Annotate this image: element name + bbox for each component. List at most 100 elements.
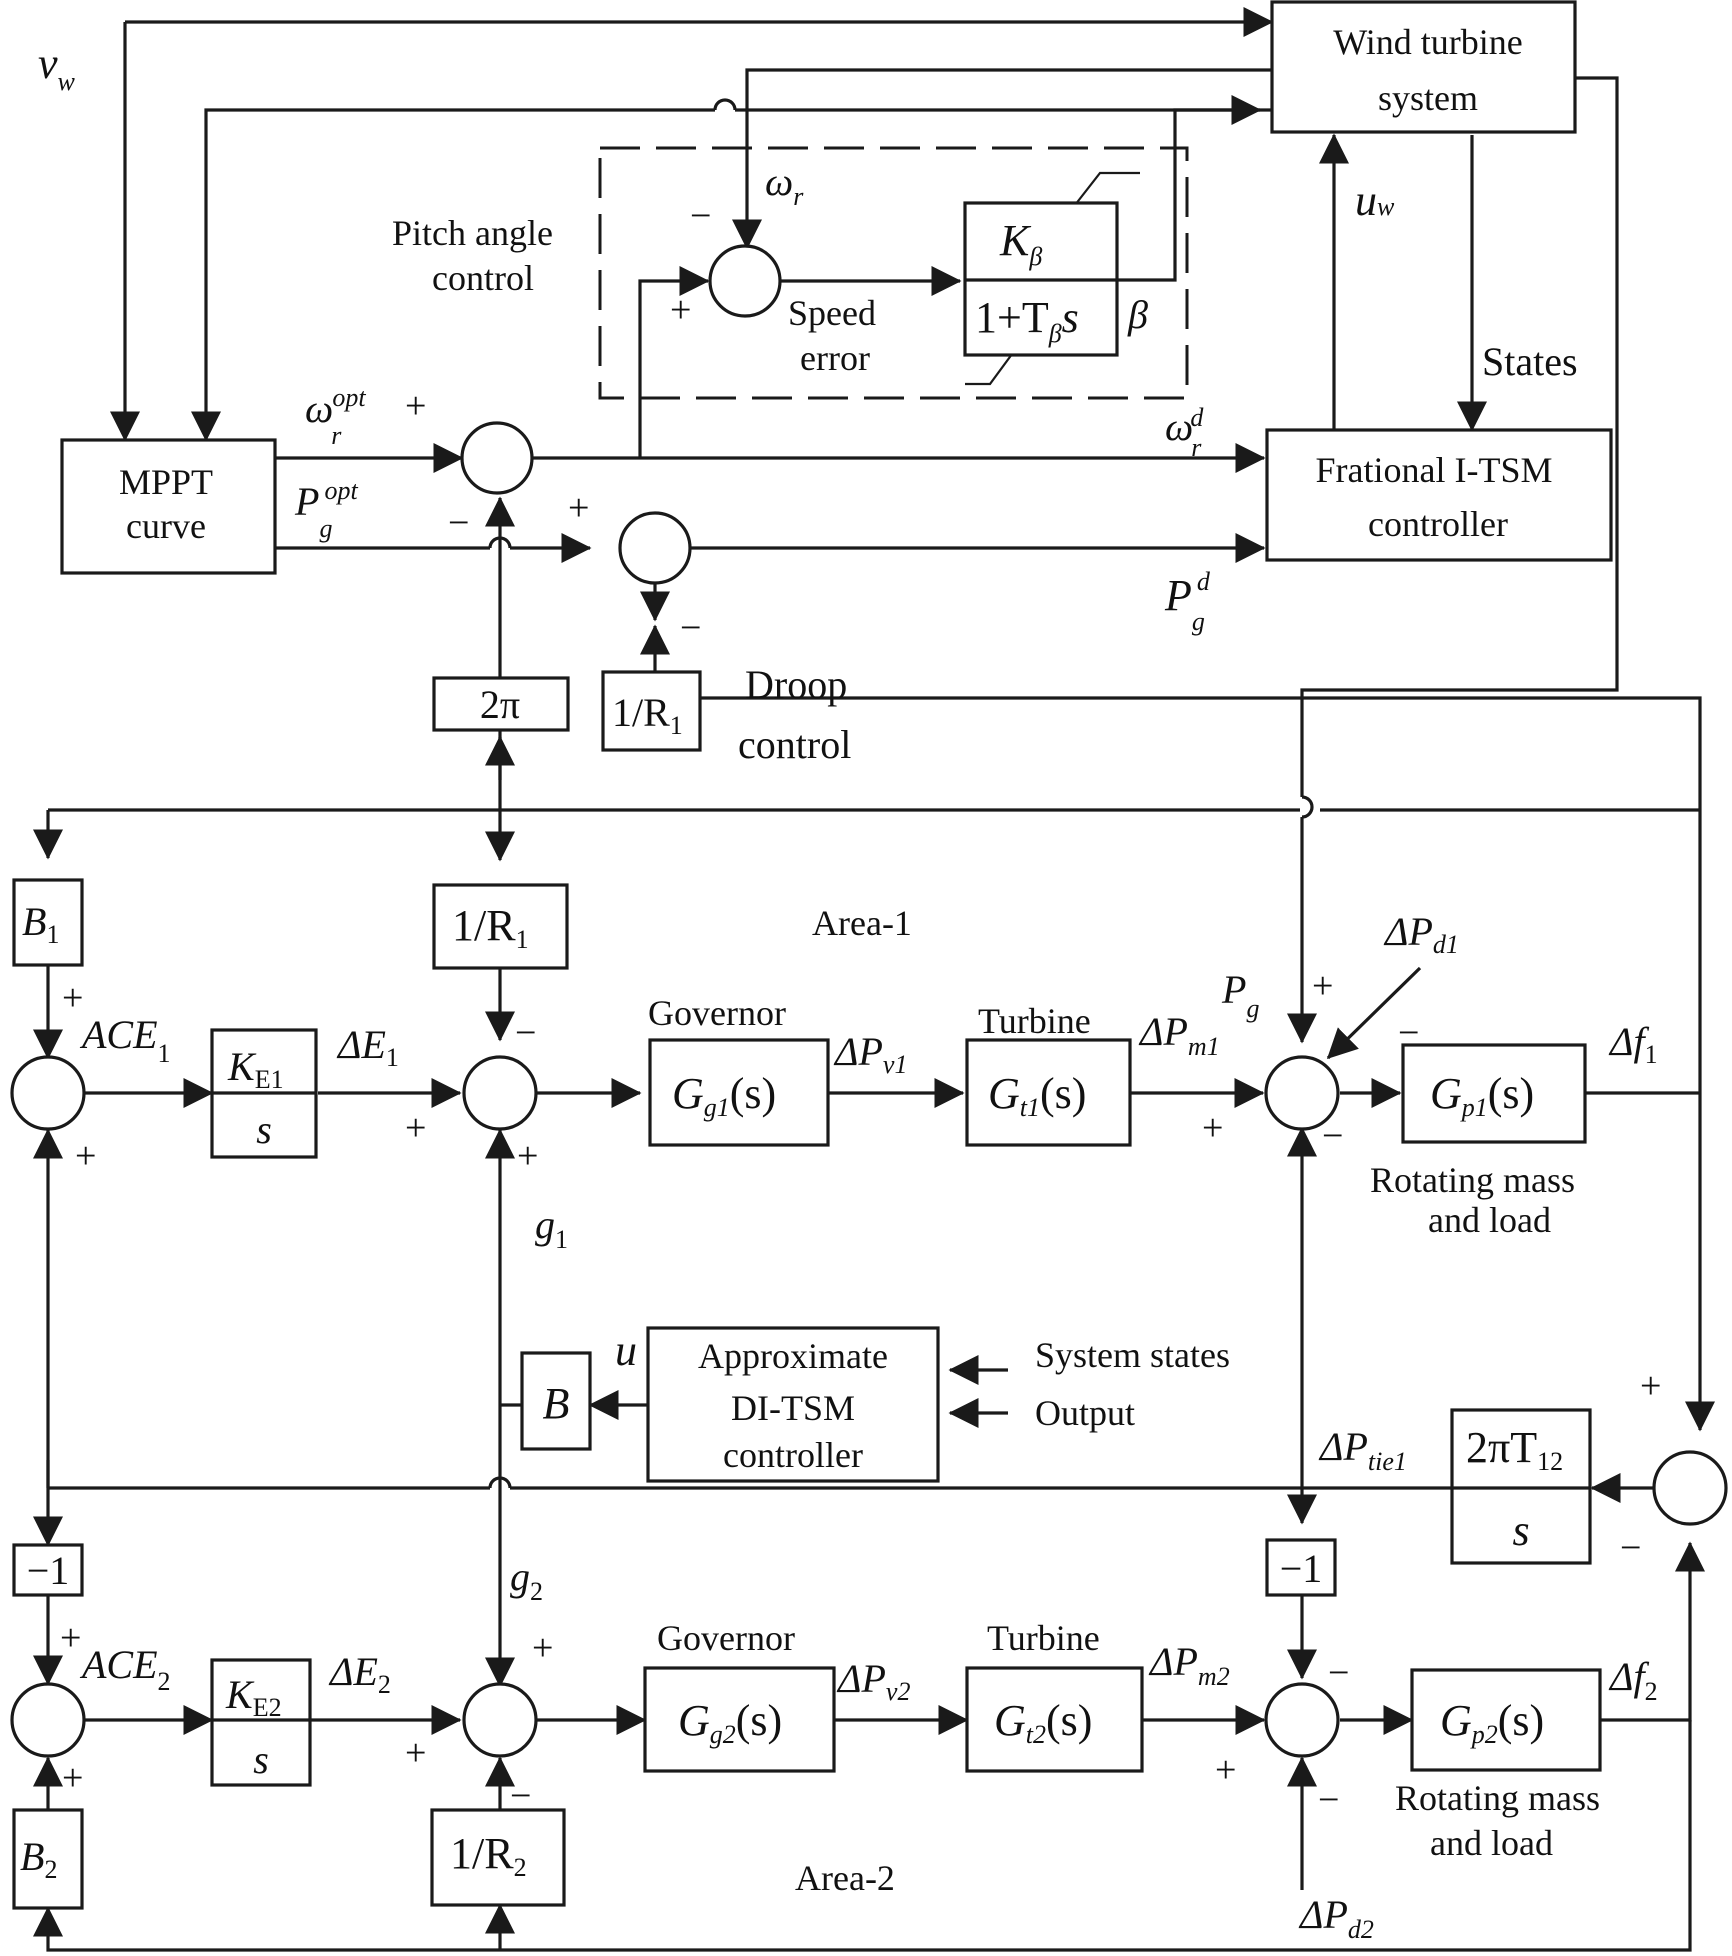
governor2-label: Governor: [657, 1618, 795, 1658]
governor2-summer: [462, 1682, 538, 1758]
rotating-mass2-block: Gp2(s): [1410, 1668, 1602, 1772]
ace1-label: ACE1: [79, 1012, 171, 1068]
sign-load2-bottom: −: [1318, 1779, 1339, 1821]
di-tsm-line1: Approximate: [698, 1336, 888, 1376]
sign-ace1-top: +: [62, 977, 83, 1019]
rotating-mass1-label-1: Rotating mass: [1370, 1160, 1575, 1200]
minus-one-right-label: −1: [1280, 1546, 1323, 1591]
governor1-block: Gg1(s): [648, 1038, 830, 1147]
r2-label: 1/R2: [450, 1829, 527, 1882]
delta-pv2-label: ΔPv2: [836, 1656, 910, 1706]
b2-block: B2: [12, 1808, 84, 1910]
ke1-num: KE1: [227, 1044, 284, 1094]
tie-den: s: [1512, 1506, 1529, 1555]
i-tsm-line1: Frational I-TSM: [1316, 450, 1553, 490]
tie-num: 2πT12: [1466, 1423, 1563, 1476]
sign-load1-bottom: −: [1322, 1115, 1343, 1157]
delta-ptie1-label: ΔPtie1: [1318, 1424, 1407, 1476]
sign-omega-minus: −: [448, 502, 469, 544]
droop-gain-label: 1/R1: [612, 690, 683, 740]
ace1-summer: [10, 1055, 86, 1131]
gg2-label: Gg2(s): [678, 1696, 782, 1749]
sign-gov2-top: +: [532, 1627, 553, 1669]
sign-tie-bottom: −: [1620, 1527, 1641, 1569]
rotating-mass2-label-1: Rotating mass: [1395, 1778, 1600, 1818]
omega-summer: [460, 421, 534, 495]
sign-ace2-bottom: +: [62, 1757, 83, 1799]
mppt-line1: MPPT: [119, 462, 213, 502]
gp2-label: Gp2(s): [1440, 1696, 1544, 1749]
summing-junctions: [10, 244, 1728, 1758]
sign-ace1-bottom: +: [75, 1135, 96, 1177]
ke2-den: s: [253, 1737, 269, 1782]
sign-ace2-top: +: [60, 1617, 81, 1659]
sign-load2-top: −: [1328, 1652, 1349, 1694]
droop-label-1: Droop: [745, 662, 847, 707]
pitch-num: Kβ: [999, 216, 1042, 271]
pitch-label-2: control: [432, 258, 534, 298]
rotating-mass1-block: Gp1(s): [1401, 1043, 1587, 1144]
ke2-block: KE2 s: [210, 1658, 312, 1787]
rotating-mass2-label-2: and load: [1430, 1823, 1553, 1863]
mppt-line2: curve: [126, 506, 206, 546]
tie-summer: [1652, 1450, 1728, 1526]
governor1-summer: [462, 1055, 538, 1131]
r1-block: 1/R1: [432, 883, 569, 970]
delta-pd1-label: ΔPd1: [1383, 909, 1459, 959]
ke2-num: KE2: [225, 1672, 282, 1722]
ace2-label: ACE2: [79, 1642, 171, 1696]
turbine2-label: Turbine: [987, 1618, 1100, 1658]
r2-block: 1/R2: [430, 1808, 566, 1907]
governor1-label: Governor: [648, 993, 786, 1033]
sign-load1-left: +: [1202, 1107, 1223, 1149]
sign-power-plus: +: [568, 487, 589, 529]
droop-label-2: control: [738, 722, 851, 767]
minus-one-left-block: −1: [12, 1543, 84, 1597]
pitch-time-tick: [965, 349, 1016, 386]
vw-label: vw: [38, 39, 76, 96]
gt2-label: Gt2(s): [994, 1696, 1092, 1749]
di-tsm-line3: controller: [723, 1435, 863, 1475]
gt1-label: Gt1(s): [988, 1069, 1086, 1122]
g2-label: g2: [510, 1554, 543, 1606]
sign-speed-minus: −: [690, 195, 711, 237]
sign-gov1-bottom: +: [517, 1135, 538, 1177]
delta-pv1-label: ΔPv1: [833, 1029, 907, 1079]
delta-e2-label: ΔE2: [328, 1649, 391, 1699]
pg-opt-label: Pgopt: [294, 476, 358, 543]
omega-d-label: ωrd: [1165, 403, 1204, 462]
gp1-label: Gp1(s): [1430, 1069, 1534, 1122]
turbine1-label: Turbine: [978, 1001, 1091, 1041]
pitch-transfer-block: Kβ 1+Tβs: [963, 201, 1119, 357]
b-label: B: [543, 1379, 570, 1428]
sign-gov1-top: −: [515, 1012, 536, 1054]
b1-block: B1: [12, 878, 84, 967]
sign-speed-plus: +: [670, 289, 691, 331]
power-summer: [618, 511, 692, 585]
pitch-gain-tick: [1074, 171, 1140, 206]
two-pi-block: 2π: [432, 676, 570, 732]
sign-gov2-bottom: −: [510, 1775, 531, 1817]
rotating-mass1-label-2: and load: [1428, 1200, 1551, 1240]
uw-label: uw: [1355, 176, 1395, 225]
minus-one-left-label: −1: [27, 1548, 70, 1593]
b2-label: B2: [20, 1834, 57, 1884]
sign-load1-top: +: [1312, 965, 1333, 1007]
delta-f2-label: Δf2: [1608, 1654, 1658, 1706]
pitch-label-1: Pitch angle: [392, 213, 553, 253]
r1-label: 1/R1: [452, 901, 529, 954]
delta-pm1-label: ΔPm1: [1138, 1009, 1220, 1061]
area2-label: Area-2: [795, 1858, 895, 1898]
sign-load1-diag: −: [1398, 1012, 1419, 1054]
two-pi-label: 2π: [480, 682, 520, 727]
b1-label: B1: [22, 899, 59, 949]
sign-power-minus: −: [680, 607, 701, 649]
u-label: u: [615, 1326, 637, 1375]
sign-gov1-left: +: [405, 1107, 426, 1149]
governor2-block: Gg2(s): [643, 1666, 836, 1773]
di-tsm-line2: DI-TSM: [731, 1388, 855, 1428]
sign-load2-left: +: [1215, 1749, 1236, 1791]
speed-error-label-2: error: [800, 338, 870, 378]
